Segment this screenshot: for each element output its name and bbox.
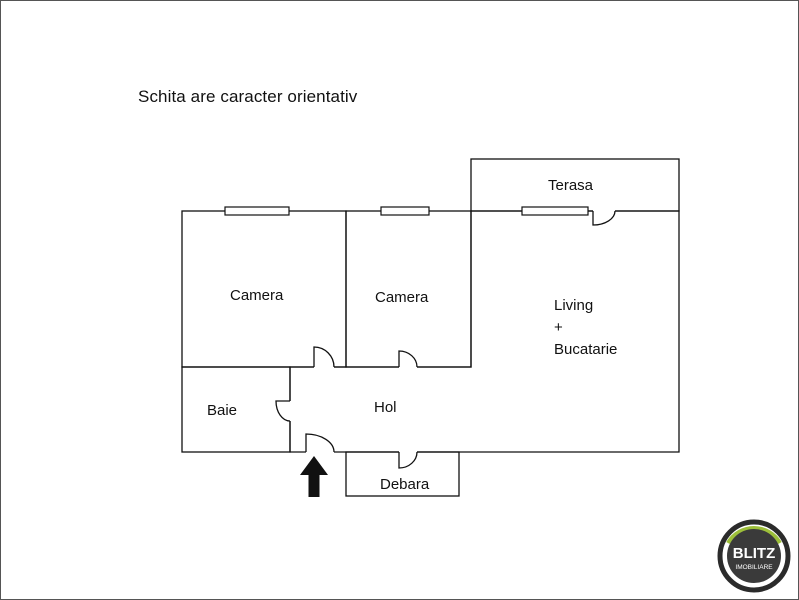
room-label-storage: Debara (380, 476, 430, 493)
room-label-living: Living (554, 297, 593, 314)
window-bedroom-2 (380, 206, 430, 216)
disclaimer-note: Schita are caracter orientativ (138, 87, 358, 106)
room-label-terrace: Terasa (548, 177, 594, 194)
window-living (521, 206, 589, 216)
logo-subtitle: IMOBILIARE (735, 564, 773, 571)
living-hall-outline (289, 210, 680, 453)
window-bedroom-1 (224, 206, 290, 216)
blitz-logo: BLITZ IMOBILIARE (717, 519, 791, 593)
room-label-bedroom-1: Camera (230, 287, 284, 304)
entrance-arrow-icon (300, 456, 328, 497)
room-label-hall: Hol (374, 399, 397, 416)
door-entrance (305, 433, 335, 453)
door-storage (398, 451, 418, 469)
door-bedroom-2 (398, 350, 418, 368)
door-bathroom (275, 400, 291, 422)
room-label-bathroom: Baie (207, 402, 237, 419)
room-label-bedroom-2: Camera (375, 289, 429, 306)
door-terrace (592, 210, 616, 226)
room-label-kitchen: Bucatarie (554, 341, 617, 358)
logo-wordmark: BLITZ (733, 545, 776, 562)
room-label-living-plus: + (554, 319, 563, 336)
door-bedroom-1 (313, 346, 335, 368)
